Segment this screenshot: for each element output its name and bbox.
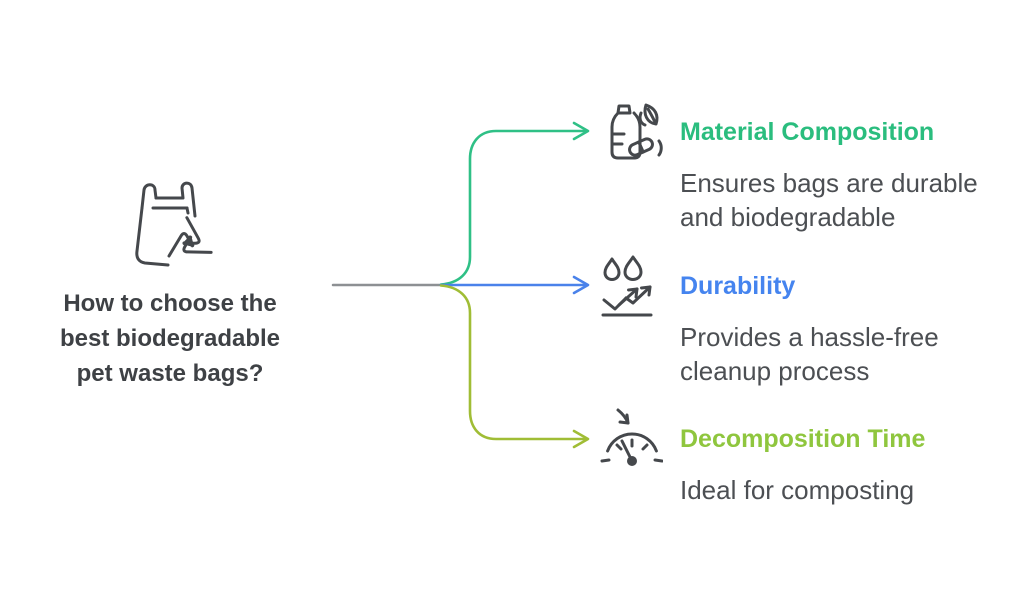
- branch-desc-line: Provides a hassle-free: [680, 322, 939, 352]
- arrowhead-durability: [572, 275, 590, 295]
- connector-branch-material: [439, 129, 588, 286]
- branch-title-decomposition: Decomposition Time: [680, 425, 926, 453]
- water-drops-arrow-icon: [601, 255, 653, 317]
- gauge-timer-icon: [600, 408, 663, 466]
- branch-desc-durability: Provides a hassle-free cleanup process: [680, 320, 939, 388]
- connector-branch-decomposition: [439, 284, 588, 441]
- branch-title-material: Material Composition: [680, 118, 935, 146]
- branch-desc-decomposition: Ideal for composting: [680, 473, 914, 507]
- bottle-leaf-icon: [610, 103, 663, 160]
- branch-desc-material: Ensures bags are durable and biodegradab…: [680, 166, 978, 234]
- arrowhead-decomposition: [572, 429, 590, 449]
- recycle-bag-icon: [135, 181, 213, 267]
- branch-title-durability: Durability: [680, 272, 796, 300]
- root-question-line: How to choose the: [63, 290, 277, 317]
- root-question: How to choose the best biodegradable pet…: [30, 286, 310, 391]
- root-question-line: pet waste bags?: [76, 360, 264, 387]
- arrowhead-material: [572, 121, 590, 141]
- root-question-line: best biodegradable: [59, 325, 281, 352]
- branch-desc-line: cleanup process: [680, 356, 870, 386]
- branch-desc-line: and biodegradable: [680, 202, 896, 232]
- branch-desc-line: Ideal for composting: [680, 475, 915, 505]
- branch-desc-line: Ensures bags are durable: [680, 168, 978, 198]
